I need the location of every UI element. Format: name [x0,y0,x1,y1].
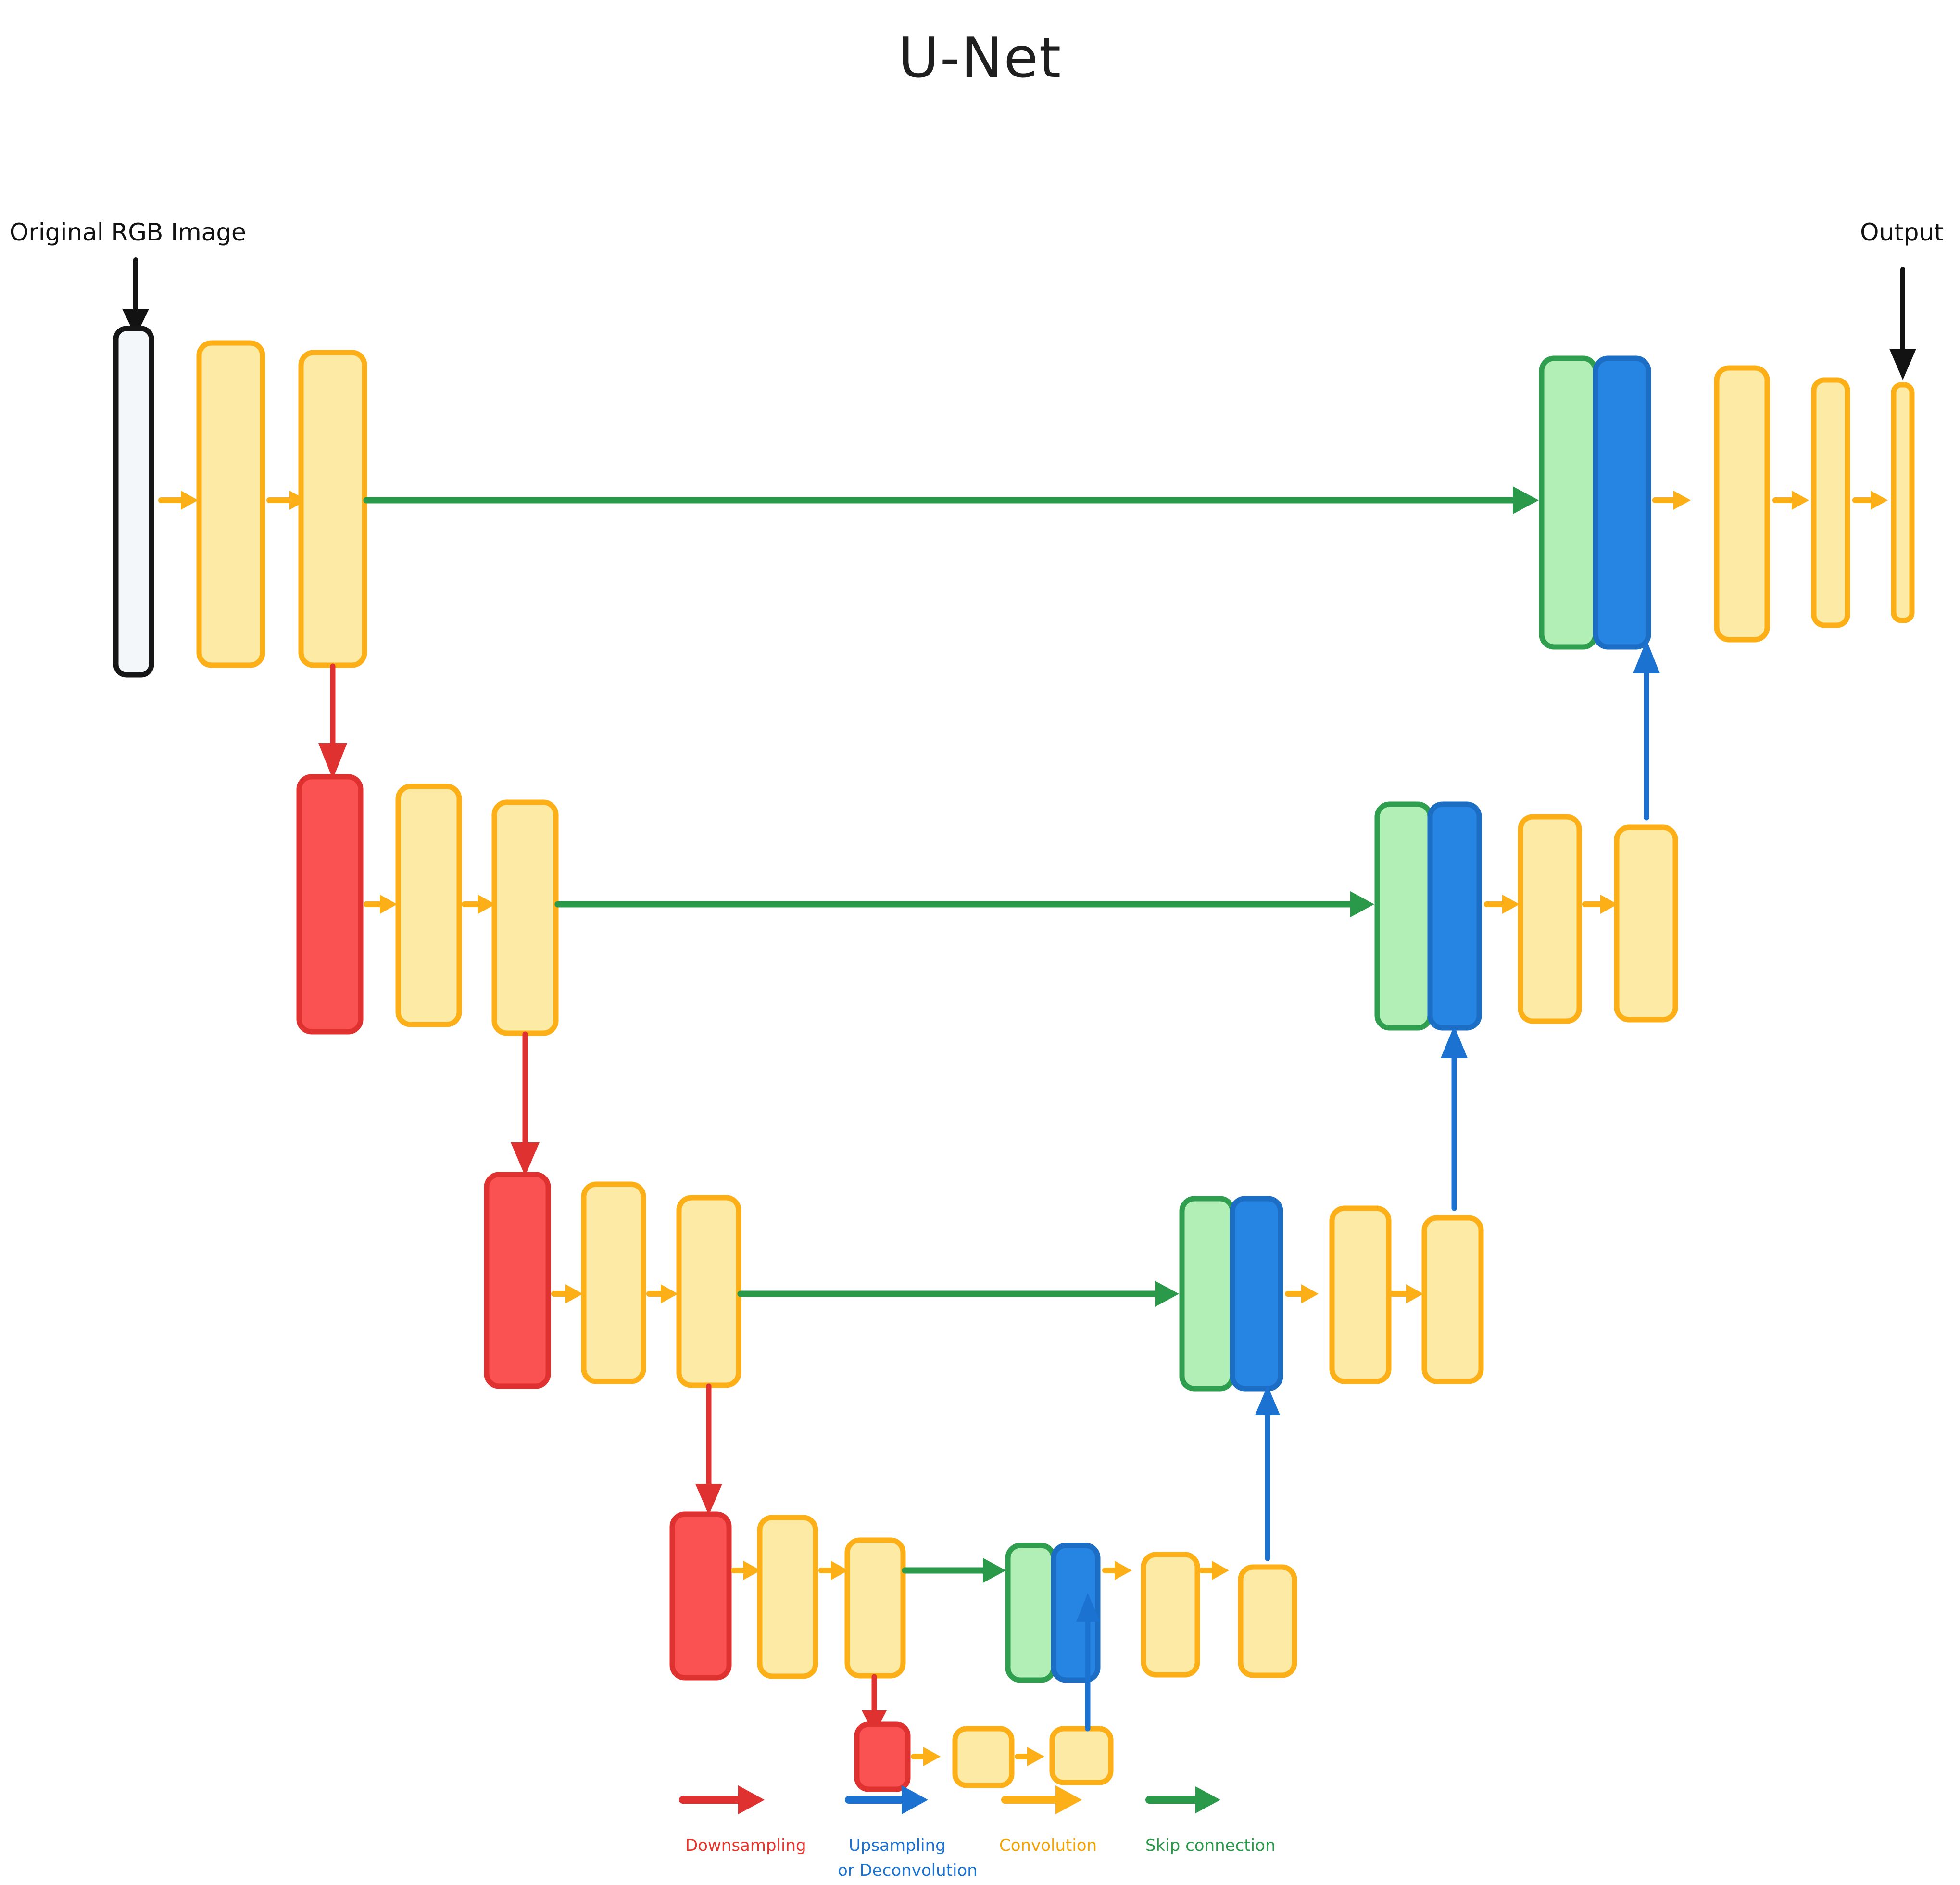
legend-item-skip-connection: Skip connection [1145,1786,1275,1855]
downsample-arrow-l3-l4 [695,1383,722,1515]
legend-arrow-skip-connection-icon [1145,1786,1220,1813]
conv-block-l1-d1 [1714,365,1770,643]
conv-arrow-l1-b [266,491,307,510]
input-image-box [113,326,154,678]
conv-arrow-l4-b [818,1561,848,1580]
input-arrow [122,257,149,337]
downsample-arrow-l1-l2 [318,663,347,779]
conv-block-l1-e2 [298,350,367,668]
upsample-arrow-l3-l2 [1441,1025,1468,1211]
conv-arrow-l4-d [1199,1561,1229,1580]
diagram-title: U-Net [898,25,1062,90]
conv-arrow-l2-d [1582,895,1618,914]
conv-arrow-l5-a [911,1747,941,1766]
legend-label-upsampling: Upsampling [849,1836,946,1855]
legend-item-upsampling: Upsampling or Deconvolution [838,1785,978,1880]
conv-block-l4-d2 [1238,1564,1297,1678]
downsample-block-l5 [854,1721,911,1792]
upsampled-block-l3 [1230,1196,1283,1392]
output-arrow [1889,267,1916,380]
conv-arrow-l3-a [551,1284,583,1303]
legend-label-downsampling: Downsampling [685,1836,806,1855]
conv-block-l2-e2 [491,799,559,1036]
conv-arrow-l3-c [1285,1284,1319,1303]
input-label: Original RGB Image [10,218,246,246]
conv-arrow-l3-b [646,1284,678,1303]
conv-arrow-l4-c [1102,1561,1132,1580]
conv-arrow-l1-a [158,491,198,510]
conv-block-l2-d2 [1614,824,1678,1023]
upsampled-block-l2 [1427,801,1482,1031]
legend-item-convolution: Convolution [999,1785,1097,1855]
legend-label-skip-connection: Skip connection [1145,1836,1275,1855]
skip-concat-l2 [1374,801,1433,1031]
conv-arrow-l1-e [1852,491,1888,510]
conv-block-l4-d1 [1141,1552,1200,1678]
legend-arrow-upsampling-icon [845,1785,928,1814]
legend-label-upsampling-line2: or Deconvolution [838,1861,978,1880]
conv-block-l3-d1 [1329,1205,1392,1384]
conv-arrow-l2-a [364,895,397,914]
conv-block-l2-d1 [1518,814,1582,1024]
conv-arrow-l1-c [1652,491,1691,510]
skip-concat-l1 [1539,355,1598,650]
conv-arrow-l1-d [1772,491,1809,510]
conv-arrow-l4-a [731,1561,761,1580]
conv-block-l3-e1 [581,1181,646,1384]
output-map-box [1891,382,1915,623]
skip-arrow-l3 [737,1281,1179,1307]
upsampled-block-l1 [1593,355,1651,650]
legend-arrow-downsampling-icon [679,1785,765,1814]
output-label: Output [1860,218,1944,246]
skip-concat-l4 [1005,1543,1056,1683]
skip-arrow-l2 [554,891,1374,917]
conv-block-l2-e1 [395,784,462,1027]
conv-block-l4-e1 [757,1515,818,1679]
skip-concat-l3 [1179,1196,1235,1392]
conv-block-l3-e2 [676,1195,741,1388]
conv-arrow-l5-b [1015,1747,1044,1766]
conv-arrow-l2-b [462,895,495,914]
legend-item-downsampling: Downsampling [679,1785,806,1855]
conv-block-l5-1 [952,1726,1015,1788]
upsample-arrow-l4-l3 [1255,1385,1280,1561]
skip-arrow-l4 [902,1558,1006,1583]
conv-block-l3-d2 [1421,1215,1484,1384]
legend-arrow-convolution-icon [1001,1785,1082,1814]
conv-block-l5-2 [1049,1726,1114,1785]
downsample-arrow-l2-l3 [511,1031,540,1176]
upsample-arrow-l2-l1 [1633,640,1660,821]
conv-arrow-l2-c [1484,895,1520,914]
conv-block-l4-e2 [844,1537,906,1679]
skip-arrow-l1 [363,486,1539,514]
downsample-block-l2 [296,774,364,1035]
conv-arrow-l3-d [1390,1284,1423,1303]
conv-block-l1-d2 [1811,377,1850,628]
conv-block-l1-e1 [196,340,265,668]
legend-label-convolution: Convolution [999,1836,1097,1855]
downsample-block-l3 [484,1172,551,1389]
downsample-block-l4 [669,1511,732,1681]
upsample-arrow-l5-l4 [1076,1593,1100,1732]
